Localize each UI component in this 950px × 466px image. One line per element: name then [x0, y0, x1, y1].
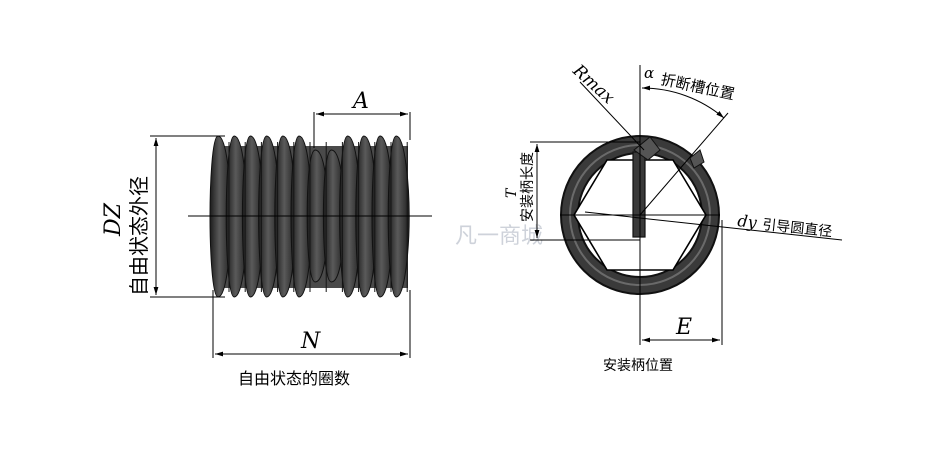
end-view: Rmax α 折断槽位置 T 安装柄长度 dy 引导圆直径 E 安装柄位置 [504, 60, 843, 374]
rmax-leader [579, 81, 645, 151]
side-view: DZ 自由状态外径 A N 自由状态的圈数 [101, 89, 432, 388]
n-label: N [300, 329, 321, 354]
t-label: T [504, 187, 520, 198]
alpha-label: α [644, 64, 654, 82]
a-label: A [351, 89, 369, 114]
alpha-description: 折断槽位置 [659, 70, 736, 103]
tang [632, 151, 646, 238]
dy-label: dy [737, 211, 759, 232]
alpha-ref-angled [639, 112, 729, 216]
alpha-arc [641, 85, 725, 119]
dz-label: DZ [101, 202, 126, 237]
e-label: E [675, 315, 692, 340]
dy-description: 引导圆直径 [762, 216, 833, 240]
dy-leader [584, 211, 843, 241]
e-description: 安装柄位置 [603, 358, 673, 374]
rmax-label: Rmax [568, 60, 619, 108]
n-description: 自由状态的圈数 [238, 369, 350, 388]
coil-end [689, 149, 705, 169]
watermark: 凡一商城 [455, 224, 543, 249]
t-description: 安装柄长度 [520, 152, 536, 222]
dz-description: 自由状态外径 [127, 176, 151, 296]
